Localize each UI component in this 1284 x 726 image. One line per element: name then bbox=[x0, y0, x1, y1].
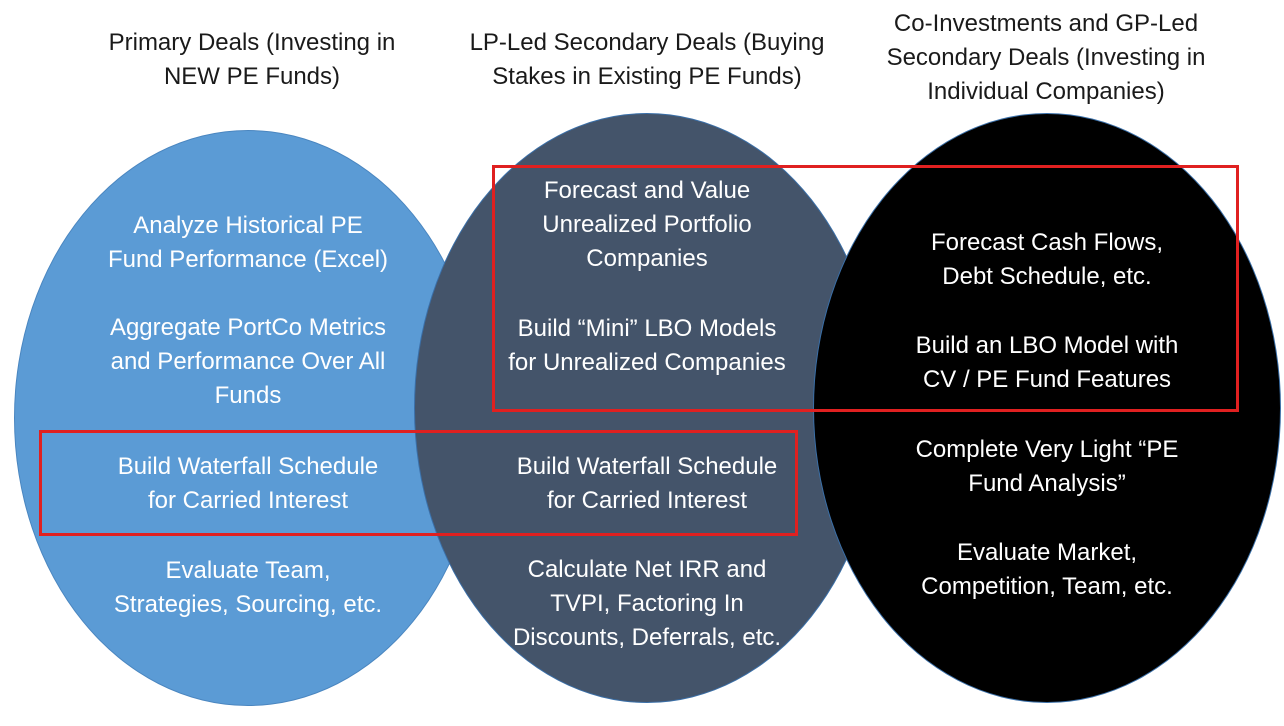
primary-item-analyze-historical: Analyze Historical PE Fund Performance (… bbox=[107, 212, 389, 273]
primary-deals-heading: Primary Deals (Investing in NEW PE Funds… bbox=[108, 29, 396, 90]
coinvest-gp-led-heading: Co-Investments and GP-Led Secondary Deal… bbox=[886, 10, 1206, 105]
secondary-item-net-irr: Calculate Net IRR and TVPI, Factoring In… bbox=[512, 556, 782, 651]
primary-deals-ellipse bbox=[14, 130, 482, 706]
primary-item-evaluate-team: Evaluate Team, Strategies, Sourcing, etc… bbox=[113, 557, 383, 618]
coinvest-item-light-fund-analysis: Complete Very Light “PE Fund Analysis” bbox=[915, 436, 1179, 497]
lp-led-secondary-ellipse bbox=[414, 113, 880, 703]
coinvest-item-forecast-cash-flows: Forecast Cash Flows, Debt Schedule, etc. bbox=[930, 229, 1164, 290]
primary-item-waterfall: Build Waterfall Schedule for Carried Int… bbox=[117, 453, 379, 514]
primary-item-aggregate-portco: Aggregate PortCo Metrics and Performance… bbox=[109, 314, 387, 409]
coinvest-gp-led-ellipse bbox=[813, 113, 1281, 703]
secondary-item-forecast-value: Forecast and Value Unrealized Portfolio … bbox=[542, 177, 752, 272]
lp-led-secondary-heading: LP-Led Secondary Deals (Buying Stakes in… bbox=[469, 29, 825, 90]
secondary-item-mini-lbo: Build “Mini” LBO Models for Unrealized C… bbox=[508, 315, 786, 376]
coinvest-item-evaluate-market: Evaluate Market, Competition, Team, etc. bbox=[921, 539, 1173, 600]
secondary-item-waterfall: Build Waterfall Schedule for Carried Int… bbox=[516, 453, 778, 514]
coinvest-item-lbo-model: Build an LBO Model with CV / PE Fund Fea… bbox=[915, 332, 1179, 393]
